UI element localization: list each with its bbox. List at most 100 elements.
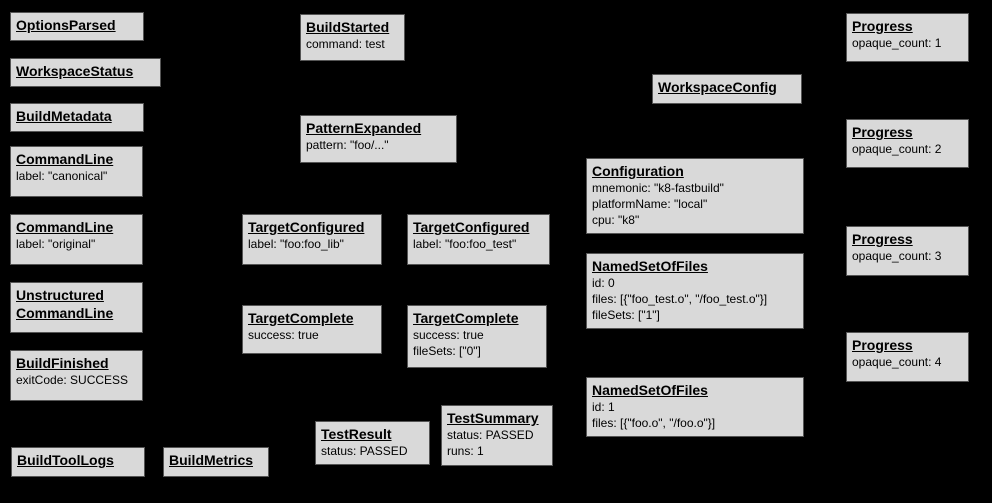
- event-node-title: BuildToolLogs: [17, 451, 139, 469]
- event-node-title: Progress: [852, 123, 963, 141]
- event-node-title: WorkspaceStatus: [16, 62, 155, 80]
- event-node-title-line: Unstructured: [16, 287, 104, 303]
- event-node-title-line: BuildToolLogs: [17, 452, 114, 468]
- event-node-title: BuildStarted: [306, 18, 399, 36]
- event-node-field: command: test: [306, 37, 385, 51]
- event-node-field: mnemonic: "k8-fastbuild": [592, 181, 724, 195]
- event-node-title-line: OptionsParsed: [16, 17, 116, 33]
- event-node-field: files: [{"foo_test.o", "/foo_test.o"}]: [592, 292, 768, 306]
- event-node-fields: success: true: [248, 327, 376, 343]
- event-node-fields: opaque_count: 1: [852, 35, 963, 51]
- event-node-field: opaque_count: 2: [852, 142, 942, 156]
- event-node-title: TargetComplete: [248, 309, 376, 327]
- event-node-title-line: WorkspaceStatus: [16, 63, 134, 79]
- event-node-title-line: BuildMetadata: [16, 108, 112, 124]
- event-node-title-line: CommandLine: [16, 219, 114, 235]
- event-node-build-metadata: BuildMetadata: [10, 103, 144, 132]
- event-node-field: status: PASSED: [321, 444, 408, 458]
- event-node-title: TargetConfigured: [248, 218, 376, 236]
- event-node-title-line: TargetConfigured: [413, 219, 530, 235]
- event-node-build-metrics: BuildMetrics: [163, 447, 269, 477]
- event-node-fields: command: test: [306, 36, 399, 52]
- event-node-title-line: TestResult: [321, 426, 392, 442]
- event-node-fields: status: PASSED: [321, 443, 424, 459]
- event-node-title: Progress: [852, 336, 963, 354]
- event-node-command-line-canonical: CommandLine label: "canonical": [10, 146, 143, 197]
- event-node-field: success: true: [413, 328, 484, 342]
- event-node-fields: status: PASSED runs: 1: [447, 427, 547, 459]
- event-node-progress-3: Progress opaque_count: 3: [846, 226, 969, 276]
- event-node-title: PatternExpanded: [306, 119, 451, 137]
- event-node-title: CommandLine: [16, 150, 137, 168]
- event-node-fields: opaque_count: 2: [852, 141, 963, 157]
- event-node-title-line: Progress: [852, 18, 913, 34]
- event-node-field: opaque_count: 1: [852, 36, 942, 50]
- event-node-field: label: "canonical": [16, 169, 108, 183]
- event-node-build-tool-logs: BuildToolLogs: [11, 447, 145, 477]
- event-node-title-line: CommandLine: [16, 305, 114, 321]
- event-node-field: opaque_count: 4: [852, 355, 942, 369]
- event-node-title-line: BuildMetrics: [169, 452, 254, 468]
- event-node-field: opaque_count: 3: [852, 249, 942, 263]
- event-node-title: Configuration: [592, 162, 798, 180]
- event-node-field: pattern: "foo/...": [306, 138, 389, 152]
- event-node-title: NamedSetOfFiles: [592, 257, 798, 275]
- event-node-title: TargetComplete: [413, 309, 541, 327]
- event-node-field: exitCode: SUCCESS: [16, 373, 129, 387]
- event-node-field: runs: 1: [447, 444, 484, 458]
- event-node-fields: exitCode: SUCCESS: [16, 372, 137, 388]
- event-node-title: Progress: [852, 230, 963, 248]
- event-node-field: fileSets: ["1"]: [592, 308, 660, 322]
- event-node-title-line: PatternExpanded: [306, 120, 422, 136]
- event-node-title: CommandLine: [16, 218, 137, 236]
- event-node-title: BuildFinished: [16, 354, 137, 372]
- event-node-test-summary: TestSummary status: PASSED runs: 1: [441, 405, 553, 466]
- event-node-field: success: true: [248, 328, 319, 342]
- event-node-options-parsed: OptionsParsed: [10, 12, 144, 41]
- event-node-title: TestResult: [321, 425, 424, 443]
- event-node-title-line: NamedSetOfFiles: [592, 258, 708, 274]
- event-node-field: status: PASSED: [447, 428, 534, 442]
- event-node-field: fileSets: ["0"]: [413, 344, 481, 358]
- event-node-title-line: Progress: [852, 231, 913, 247]
- event-node-target-configured-foo-test: TargetConfigured label: "foo:foo_test": [407, 214, 550, 265]
- event-node-title-line: TargetComplete: [413, 310, 519, 326]
- event-node-title-line: NamedSetOfFiles: [592, 382, 708, 398]
- event-node-pattern-expanded: PatternExpanded pattern: "foo/...": [300, 115, 457, 163]
- event-node-field: label: "foo:foo_test": [413, 237, 517, 251]
- event-node-title: TestSummary: [447, 409, 547, 427]
- event-node-fields: pattern: "foo/...": [306, 137, 451, 153]
- event-node-progress-1: Progress opaque_count: 1: [846, 13, 969, 62]
- event-node-title: BuildMetrics: [169, 451, 263, 469]
- event-node-title: TargetConfigured: [413, 218, 544, 236]
- event-node-field: id: 1: [592, 400, 615, 414]
- event-node-field: files: [{"foo.o", "/foo.o"}]: [592, 416, 716, 430]
- event-node-field: platformName: "local": [592, 197, 708, 211]
- event-node-title-line: BuildStarted: [306, 19, 390, 35]
- event-node-fields: label: "original": [16, 236, 137, 252]
- event-node-progress-4: Progress opaque_count: 4: [846, 332, 969, 382]
- event-node-command-line-original: CommandLine label: "original": [10, 214, 143, 265]
- event-node-title-line: TestSummary: [447, 410, 539, 426]
- event-node-field: label: "original": [16, 237, 96, 251]
- event-node-title: NamedSetOfFiles: [592, 381, 798, 399]
- event-node-fields: opaque_count: 4: [852, 354, 963, 370]
- event-node-title-line: CommandLine: [16, 151, 114, 167]
- event-node-title-line: TargetConfigured: [248, 219, 365, 235]
- event-node-field: cpu: "k8": [592, 213, 640, 227]
- event-node-fields: opaque_count: 3: [852, 248, 963, 264]
- event-node-title-line: Progress: [852, 337, 913, 353]
- event-node-named-set-of-files-1: NamedSetOfFiles id: 1 files: [{"foo.o", "/…: [586, 377, 804, 437]
- event-node-build-started: BuildStarted command: test: [300, 14, 405, 61]
- event-node-field: label: "foo:foo_lib": [248, 237, 344, 251]
- event-node-target-complete-foo-test: TargetComplete success: true fileSets: ["0…: [407, 305, 547, 368]
- event-node-fields: id: 1 files: [{"foo.o", "/foo.o"}]: [592, 399, 798, 431]
